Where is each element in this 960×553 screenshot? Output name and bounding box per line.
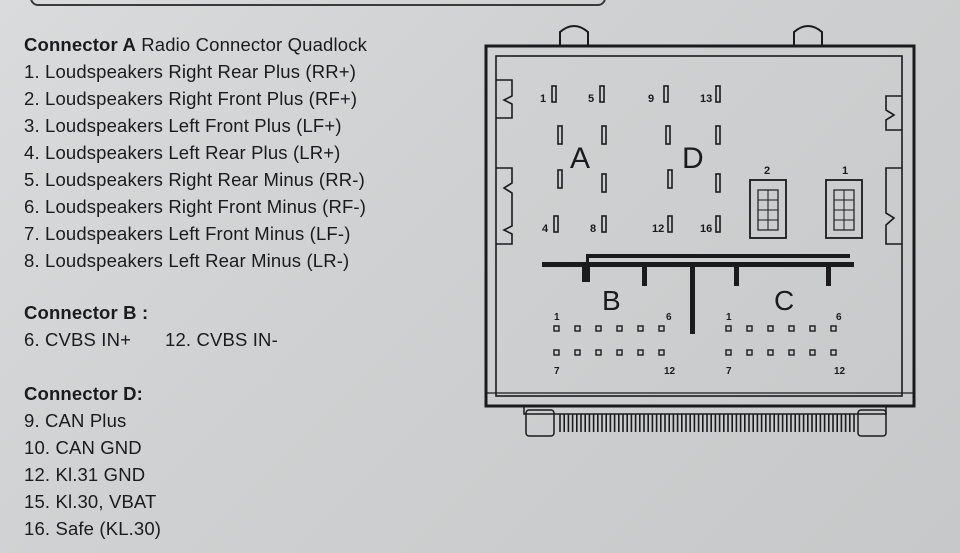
block-b-label-6: 6: [666, 312, 672, 323]
connector-a-pin-3: 3. Loudspeakers Left Front Plus (LF+): [24, 115, 342, 136]
block-c-label-1: 1: [726, 312, 732, 323]
side-clips: [496, 79, 902, 245]
divider-rail: [542, 254, 854, 334]
block-b-label-1: 1: [554, 312, 560, 323]
pin-block-b: B 1 6 7 12: [553, 285, 676, 377]
block-a-pin-label-1: 1: [540, 93, 546, 105]
block-d-pin-label-12: 12: [652, 223, 664, 235]
pin-block-c: C 1 6 7 12: [725, 285, 846, 377]
grid-pin: [553, 349, 560, 356]
pin-block-a: 1 5 A 4 8: [540, 85, 607, 235]
block-b-letter: B: [602, 285, 621, 316]
block-d-pin-label-13: 13: [700, 93, 712, 105]
bottom-contact-rail: [523, 405, 887, 437]
connector-d-pin-16: 16. Safe (KL.30): [24, 518, 162, 539]
block-b-label-7: 7: [554, 366, 560, 377]
connector-a-pin-4: 4. Loudspeakers Left Rear Plus (LR+): [24, 142, 341, 163]
connector-a-pin-2: 2. Loudspeakers Right Front Plus (RF+): [24, 88, 358, 109]
grid-pin: [788, 325, 795, 332]
grid-pin: [725, 349, 732, 356]
top-latches: [559, 25, 823, 46]
grid-pin: [616, 325, 623, 332]
grid-pin: [809, 325, 816, 332]
connector-d-pin-15: 15. Kl.30, VBAT: [24, 491, 157, 512]
connector-d-pin-10: 10. CAN GND: [24, 437, 142, 458]
connector-a-pin-1: 1. Loudspeakers Right Rear Plus (RR+): [24, 61, 357, 82]
fakra-right-label: 1: [842, 165, 848, 177]
pin-block-d: 9 13 D 12 16: [648, 85, 721, 235]
grid-pin: [595, 349, 602, 356]
block-a-pin-label-4: 4: [542, 223, 549, 235]
connector-a-pin-8: 8. Loudspeakers Left Rear Minus (LR-): [24, 250, 350, 271]
block-a-pin-label-5: 5: [588, 93, 594, 105]
grid-pin: [658, 325, 665, 332]
grid-pin: [637, 325, 644, 332]
connector-a-title: Radio Connector Quadlock: [141, 34, 367, 55]
block-a-letter: A: [570, 142, 590, 175]
block-a-pin-label-8: 8: [590, 223, 596, 235]
fakra-socket-2: 2: [749, 165, 787, 239]
fakra-socket-1: 1: [825, 165, 863, 239]
grid-pin: [809, 349, 816, 356]
grid-pin: [767, 349, 774, 356]
connector-d-heading: Connector D:: [24, 383, 143, 404]
grid-pin: [658, 349, 665, 356]
block-d-pin-label-16: 16: [700, 223, 712, 235]
block-c-label-7: 7: [726, 366, 732, 377]
connector-a-heading: Connector A: [24, 34, 136, 55]
connector-d-pin-12: 12. Kl.31 GND: [24, 464, 146, 485]
grid-pin: [746, 325, 753, 332]
grid-pin: [574, 325, 581, 332]
block-d-pin-label-9: 9: [648, 93, 654, 105]
fakra-left-label: 2: [764, 165, 770, 177]
top-frame-edge: [30, 0, 606, 6]
grid-pin: [725, 325, 732, 332]
block-b-label-12: 12: [664, 366, 676, 377]
block-c-label-12: 12: [834, 366, 846, 377]
block-c-label-6: 6: [836, 312, 842, 323]
connector-b-pin-12: 12. CVBS IN-: [165, 329, 278, 350]
connector-b-pins: 6. CVBS IN+ 12. CVBS IN-: [24, 329, 278, 351]
grid-pin: [637, 349, 644, 356]
grid-pin: [830, 325, 837, 332]
connector-d-pin-9: 9. CAN Plus: [24, 410, 127, 431]
grid-pin: [746, 349, 753, 356]
grid-pin: [595, 325, 602, 332]
grid-pin: [767, 325, 774, 332]
grid-pin: [574, 349, 581, 356]
connector-a-pin-5: 5. Loudspeakers Right Rear Minus (RR-): [24, 169, 365, 190]
block-d-letter: D: [682, 142, 704, 175]
quadlock-connector-diagram: 1 5 A 4 8 9 13 D 12 16 2: [484, 25, 916, 437]
grid-pin: [553, 325, 560, 332]
grid-pin: [830, 349, 837, 356]
connector-a-title-line: Connector A Radio Connector Quadlock: [24, 34, 367, 56]
grid-pin: [788, 349, 795, 356]
connector-a-pin-7: 7. Loudspeakers Left Front Minus (LF-): [24, 223, 351, 244]
connector-b-heading: Connector B :: [24, 302, 149, 323]
connector-a-pin-6: 6. Loudspeakers Right Front Minus (RF-): [24, 196, 367, 217]
block-c-letter: C: [774, 285, 794, 316]
grid-pin: [616, 349, 623, 356]
connector-b-pin-6: 6. CVBS IN+: [24, 329, 132, 350]
